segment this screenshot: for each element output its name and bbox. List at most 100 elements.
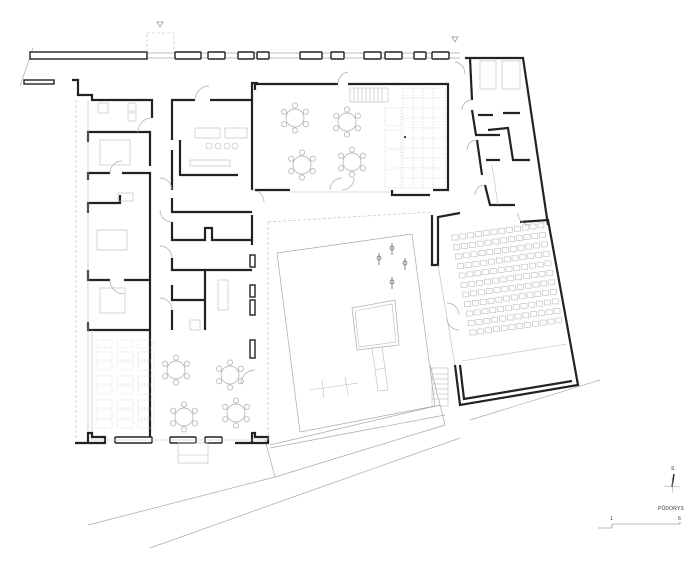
chair <box>349 171 355 178</box>
seat <box>520 302 528 309</box>
chair <box>299 174 305 181</box>
tree-icon <box>376 243 408 289</box>
seat <box>490 268 497 274</box>
courtyard <box>267 211 436 440</box>
seat <box>472 260 480 267</box>
seat <box>491 277 499 284</box>
seat <box>493 287 501 293</box>
seat <box>458 272 466 279</box>
chair <box>216 365 223 372</box>
seat <box>519 254 527 260</box>
chair <box>281 108 288 115</box>
seat <box>497 306 504 312</box>
seat <box>540 280 548 287</box>
scale-start-label: 1 <box>610 516 613 522</box>
site-lines <box>87 364 601 549</box>
chair <box>338 165 345 172</box>
seat <box>494 248 501 254</box>
seat <box>476 240 484 247</box>
chair <box>173 354 179 361</box>
seat <box>500 325 508 331</box>
seat <box>533 242 540 249</box>
seat <box>537 222 545 229</box>
chair <box>227 359 233 366</box>
seat <box>531 233 539 239</box>
chair <box>191 407 198 414</box>
seat <box>492 238 500 245</box>
seat <box>508 324 516 330</box>
seat <box>505 305 512 311</box>
seat <box>551 298 559 305</box>
entrance-marker-icon <box>156 21 164 28</box>
north-arrow-label: S <box>671 466 675 472</box>
chair <box>292 102 298 109</box>
chair <box>181 426 187 433</box>
seat <box>514 225 521 232</box>
west-wing <box>72 78 154 440</box>
chair <box>354 125 361 132</box>
seat <box>532 320 539 327</box>
south-hall <box>75 339 270 464</box>
seat <box>505 266 513 272</box>
seat <box>534 291 542 297</box>
seat <box>469 242 476 248</box>
chair <box>222 403 229 410</box>
seat <box>529 223 537 230</box>
seat <box>541 241 548 248</box>
desk-grid <box>95 339 155 429</box>
seat <box>464 262 472 268</box>
chair <box>333 112 340 119</box>
seat <box>461 243 468 249</box>
seat <box>525 243 533 250</box>
seat <box>538 271 546 277</box>
chair <box>344 106 350 113</box>
seat <box>469 329 477 336</box>
seat <box>482 230 490 236</box>
seat <box>470 251 478 258</box>
seat <box>481 308 489 315</box>
seat <box>542 251 550 257</box>
seat <box>457 263 464 269</box>
seat <box>530 272 538 278</box>
seat <box>536 300 543 307</box>
seat <box>535 252 542 258</box>
chair <box>354 112 361 119</box>
scale-bar <box>598 522 681 529</box>
seat <box>493 326 500 333</box>
seat <box>474 270 482 277</box>
seat <box>490 229 498 235</box>
seat <box>485 288 493 295</box>
chair <box>216 378 223 385</box>
seat <box>470 290 477 297</box>
seat <box>553 308 561 314</box>
seat <box>536 261 544 268</box>
chair <box>309 168 316 175</box>
seat <box>506 227 513 233</box>
seat <box>548 279 555 286</box>
seat <box>467 320 475 326</box>
drawing-title: PŮDORYS <box>658 506 685 512</box>
seat <box>499 315 506 322</box>
seat <box>517 283 524 290</box>
chair <box>170 407 177 414</box>
entrance-marker-icon <box>451 36 459 43</box>
chair <box>288 155 295 162</box>
seat <box>539 232 546 238</box>
seat <box>503 256 511 263</box>
chair <box>233 422 239 429</box>
seat <box>524 282 532 289</box>
seat <box>517 244 525 251</box>
seat <box>526 292 534 299</box>
seat <box>482 269 489 276</box>
seat <box>485 327 492 334</box>
seat <box>542 290 549 296</box>
seat <box>503 295 510 302</box>
chair <box>349 146 355 153</box>
chair <box>344 131 350 138</box>
seat <box>544 260 552 267</box>
chair <box>359 165 366 172</box>
seat <box>466 310 473 317</box>
seat <box>480 259 488 266</box>
seat <box>550 289 557 295</box>
chair <box>281 121 288 128</box>
